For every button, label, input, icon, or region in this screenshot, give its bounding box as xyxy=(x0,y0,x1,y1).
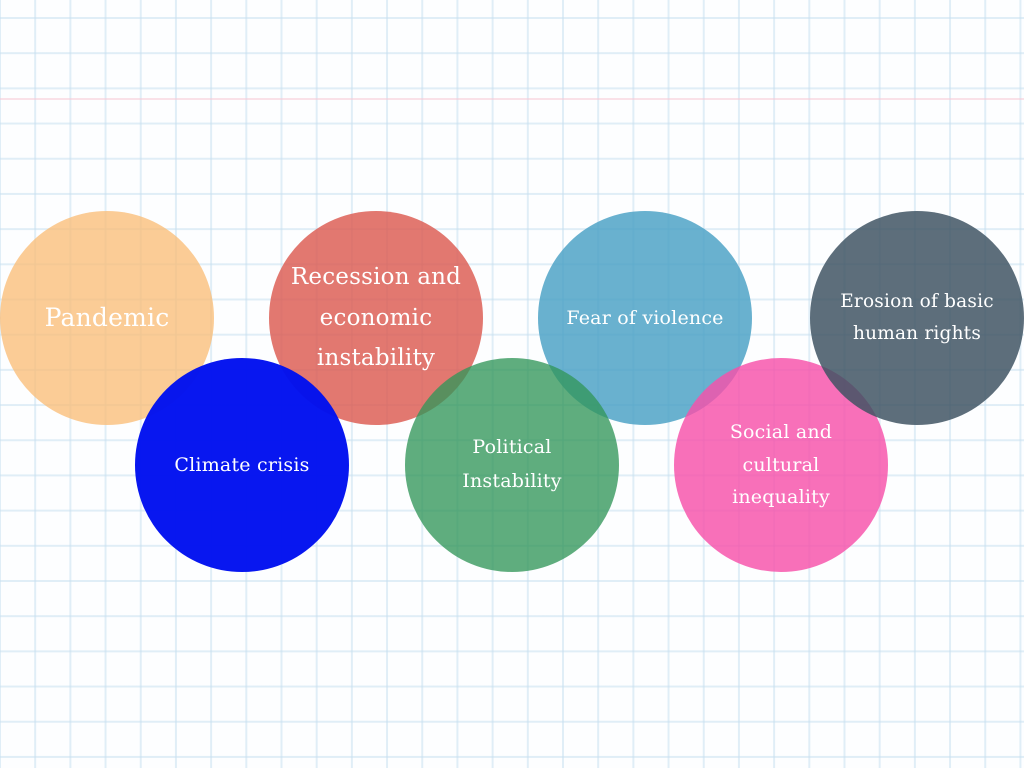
circle-erosion-of-rights: Erosion of basic human rights xyxy=(810,211,1024,425)
circle-climate-crisis: Climate crisis xyxy=(135,358,349,572)
circle-label-political-instability: Political Instability xyxy=(462,436,562,492)
background-accent-line xyxy=(0,98,1024,100)
circle-label-recession: Recession and economic instability xyxy=(290,263,462,372)
circle-label-erosion-of-rights: Erosion of basic human rights xyxy=(840,290,994,344)
circle-label-fear-of-violence: Fear of violence xyxy=(566,306,724,329)
circle-political-instability: Political Instability xyxy=(405,358,619,572)
circle-label-pandemic: Pandemic xyxy=(44,302,170,332)
circle-label-climate-crisis: Climate crisis xyxy=(174,453,310,476)
circle-label-social-inequality: Social and cultural inequality xyxy=(729,420,833,509)
circle-pandemic: Pandemic xyxy=(0,211,214,425)
